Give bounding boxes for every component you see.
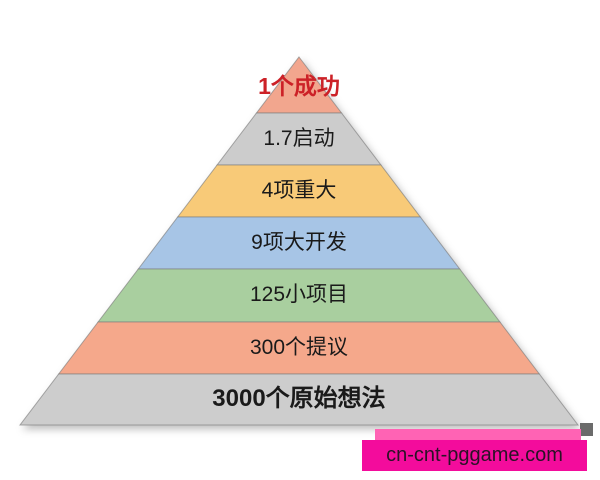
pyramid-layer-shape-7 xyxy=(18,373,580,426)
watermark-badge: cn-cnt-pggame.com xyxy=(362,423,593,471)
pyramid-layer-shape-1 xyxy=(255,56,343,114)
badge-corner-square xyxy=(580,423,593,436)
pyramid-layer-shape-6 xyxy=(57,321,541,375)
pyramid-layer-shape-4 xyxy=(137,216,461,270)
watermark-url[interactable]: cn-cnt-pggame.com xyxy=(362,440,587,471)
badge-highlight-strip xyxy=(375,429,581,441)
pyramid-layer-shape-3 xyxy=(176,164,422,218)
pyramid-layer-shape-5 xyxy=(97,268,501,323)
pyramid-layer-shape-2 xyxy=(216,112,382,166)
